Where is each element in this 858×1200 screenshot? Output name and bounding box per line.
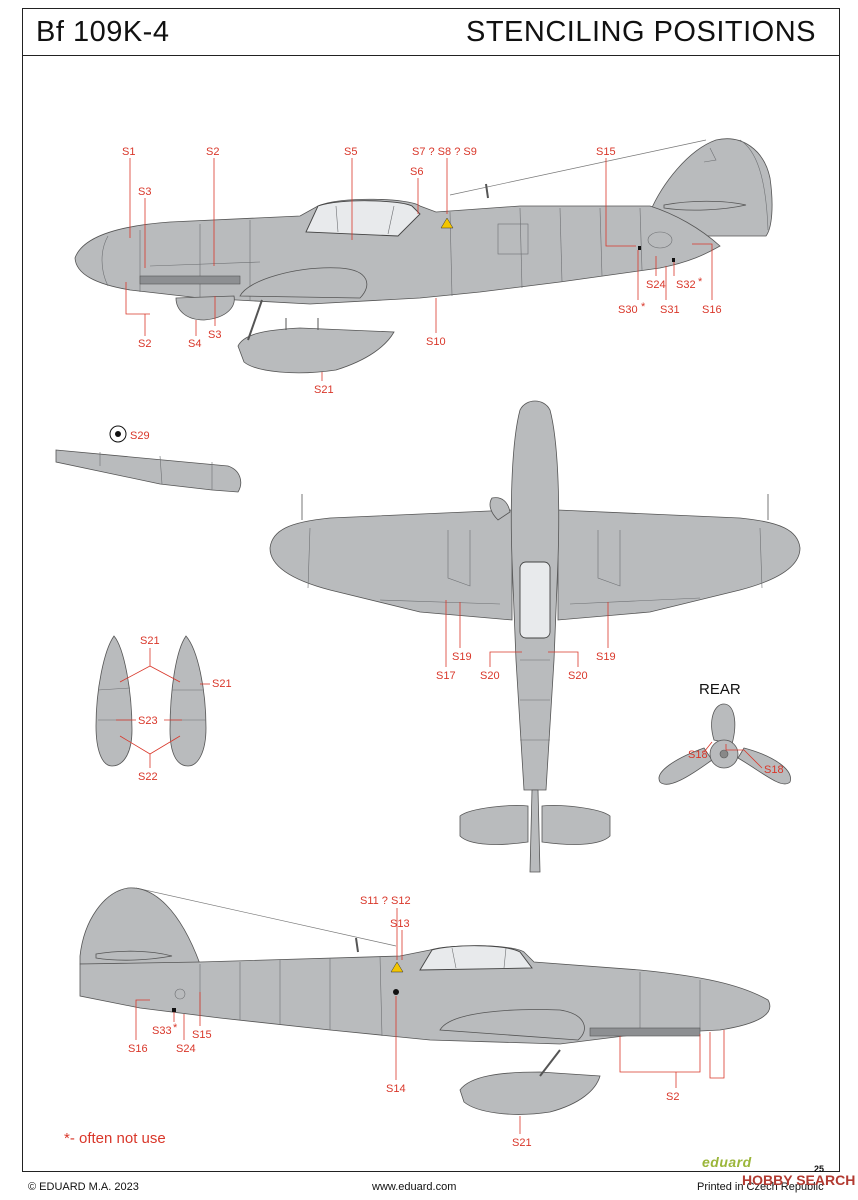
callout-s19-left: S19 xyxy=(452,651,472,663)
side-view-left-callouts: S1 S2 S3 S5 S7 ? S8 ? S9 S6 S15 S2 S3 S4… xyxy=(122,146,722,396)
callout-s33: S33 xyxy=(152,1025,172,1037)
callout-s14: S14 xyxy=(386,1083,406,1095)
printed-in: Printed in Czech Republic xyxy=(697,1181,824,1193)
page-frame xyxy=(22,8,840,1172)
callout-s20-left: S20 xyxy=(480,670,500,682)
side-view-right-profile xyxy=(79,887,771,1115)
callout-s32-asterisk: * xyxy=(698,276,703,288)
callout-s23: S23 xyxy=(138,715,158,727)
copyright: © EDUARD M.A. 2023 xyxy=(28,1181,139,1193)
callout-s4: S4 xyxy=(188,338,201,350)
callout-s18-left: S18 xyxy=(688,749,708,761)
drop-tanks-views: S21 S21 S23 S22 xyxy=(95,635,232,783)
callout-s6: S6 xyxy=(410,166,423,178)
callout-s17: S17 xyxy=(436,670,456,682)
top-view xyxy=(269,400,801,873)
callout-s19-right: S19 xyxy=(596,651,616,663)
callout-s3-top: S3 xyxy=(138,186,151,198)
callout-s33-asterisk: * xyxy=(173,1022,178,1034)
callout-s20-right: S20 xyxy=(568,670,588,682)
page-number: 25 xyxy=(814,1164,825,1174)
callout-s1: S1 xyxy=(122,146,135,158)
callout-s22: S22 xyxy=(138,771,158,783)
callout-s2-right: S2 xyxy=(666,1091,679,1103)
callout-s21-bottom: S21 xyxy=(512,1137,532,1149)
callout-s24-bottom: S24 xyxy=(176,1043,196,1055)
propeller-rear-view: REAR S18 S18 xyxy=(658,681,791,785)
website: www.eduard.com xyxy=(372,1181,457,1193)
callout-s21-side: S21 xyxy=(314,384,334,396)
callout-s5: S5 xyxy=(344,146,357,158)
callout-s7-s8-s9: S7 ? S8 ? S9 xyxy=(412,146,477,158)
rear-label: REAR xyxy=(699,681,741,698)
callout-s18-right: S18 xyxy=(764,764,784,776)
page-header: Bf 109K-4 STENCILING POSITIONS xyxy=(22,8,840,56)
callout-s24-top: S24 xyxy=(646,279,666,291)
callout-s10: S10 xyxy=(426,336,446,348)
callout-s32: S32 xyxy=(676,279,696,291)
callout-s30-asterisk: * xyxy=(641,301,646,313)
page-title: STENCILING POSITIONS xyxy=(466,16,816,48)
callout-s21-tank-right: S21 xyxy=(212,678,232,690)
callout-s3-bottom: S3 xyxy=(208,329,221,341)
callout-s29: S29 xyxy=(130,430,150,442)
callout-s11-s12: S11 ? S12 xyxy=(360,895,411,907)
callout-s2-top: S2 xyxy=(206,146,219,158)
callout-s30: S30 xyxy=(618,304,638,316)
callout-s13: S13 xyxy=(390,918,410,930)
footnote: *- often not use xyxy=(64,1130,166,1147)
side-view-right-callouts: S11 ? S12 S13 S33 * S15 S16 S24 S14 S2 S… xyxy=(128,895,725,1149)
eduard-logo: eduard xyxy=(702,1154,752,1170)
callout-s15-top: S15 xyxy=(596,146,616,158)
watermark: HOBBY SEARCH xyxy=(742,1172,856,1188)
side-view-left-profile xyxy=(74,138,773,374)
top-view-callouts: S19 S17 S20 S20 S19 xyxy=(436,600,616,682)
wing-section-view: S29 xyxy=(55,425,242,493)
callout-s2-bottom: S2 xyxy=(138,338,151,350)
callout-s16-bottom: S16 xyxy=(128,1043,148,1055)
callout-s16-top: S16 xyxy=(702,304,722,316)
callout-s15-bottom: S15 xyxy=(192,1029,212,1041)
callout-s31: S31 xyxy=(660,304,680,316)
callout-s21-tank-top: S21 xyxy=(140,635,160,647)
model-title: Bf 109K-4 xyxy=(36,16,170,48)
